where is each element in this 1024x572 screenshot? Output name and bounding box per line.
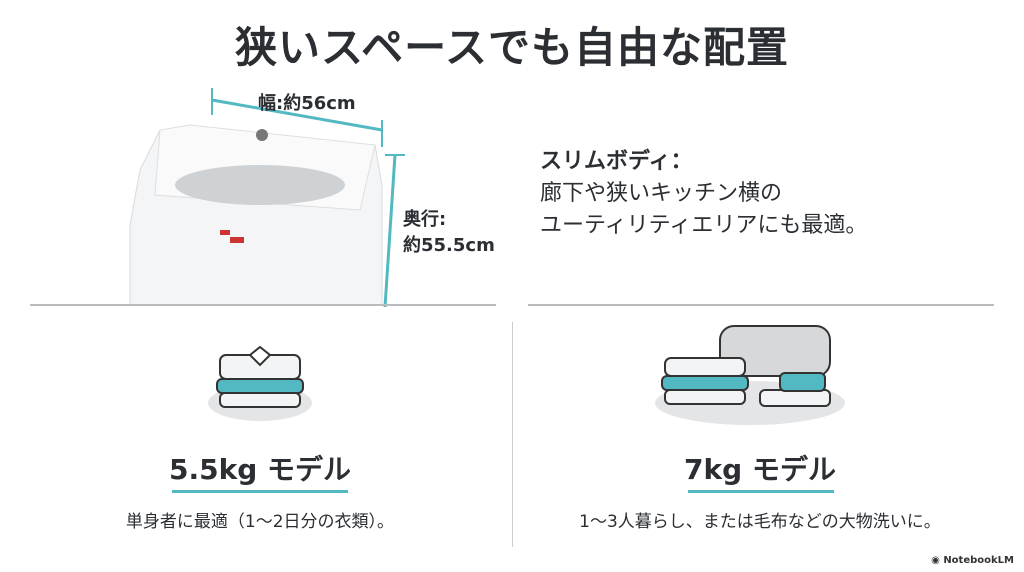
divider-vertical [512,322,513,547]
depth-value: 約55.5cm [403,235,495,256]
model-underline-7kg [688,490,834,493]
brand-label: NotebookLM [943,555,1014,566]
depth-label: 奥行: [403,209,447,230]
model-desc-7kg: 1〜3人暮らし、または毛布などの大物洗いに。 [579,512,941,532]
model-name-5-5kg: 5.5kg モデル [168,453,351,486]
divider-right [528,304,994,306]
slide-title: 狭いスペースでも自由な配置 [235,23,789,72]
slim-line-2: ユーティリティエリアにも最適。 [540,212,868,238]
clothes-blanket-stack-icon [655,325,845,425]
notebooklm-logo-icon: ◉ [931,555,944,566]
model-underline-5-5kg [172,490,348,493]
model-name-7kg: 7kg モデル [684,453,836,486]
clothes-stack-small-icon [208,345,312,421]
slim-body-text: スリムボディ： 廊下や狭いキッチン横の ユーティリティエリアにも最適。 [540,146,867,242]
slim-heading: スリムボディ： [540,149,693,174]
washing-machine-image [129,88,405,307]
notebooklm-badge: ◉ NotebookLM [931,555,1014,566]
slim-line-1: 廊下や狭いキッチン横の [540,180,783,206]
model-desc-5-5kg: 単身者に最適（1〜2日分の衣類）。 [125,512,395,532]
width-label: 幅:約56cm [258,93,356,114]
divider-left [30,304,496,306]
